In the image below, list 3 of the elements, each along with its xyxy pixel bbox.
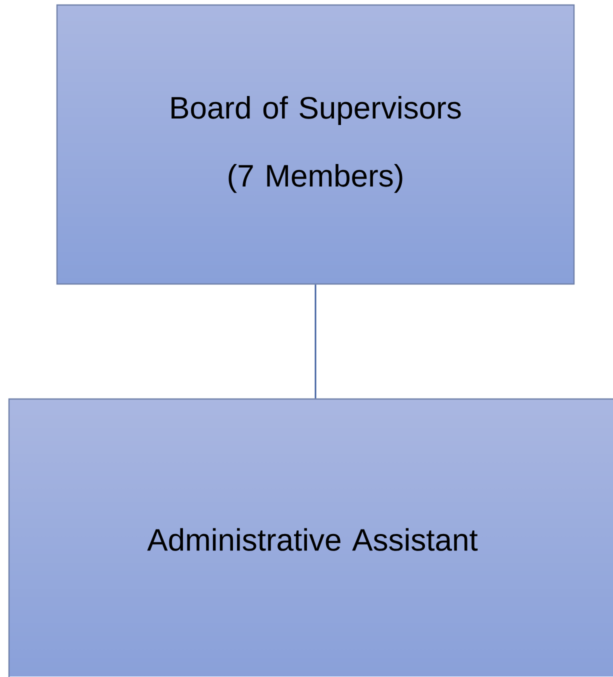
- connector-line: [314, 284, 316, 398]
- org-box: Administrative Assistant: [8, 398, 613, 677]
- org-box: Board of Supervisors (7 Members): [56, 4, 575, 285]
